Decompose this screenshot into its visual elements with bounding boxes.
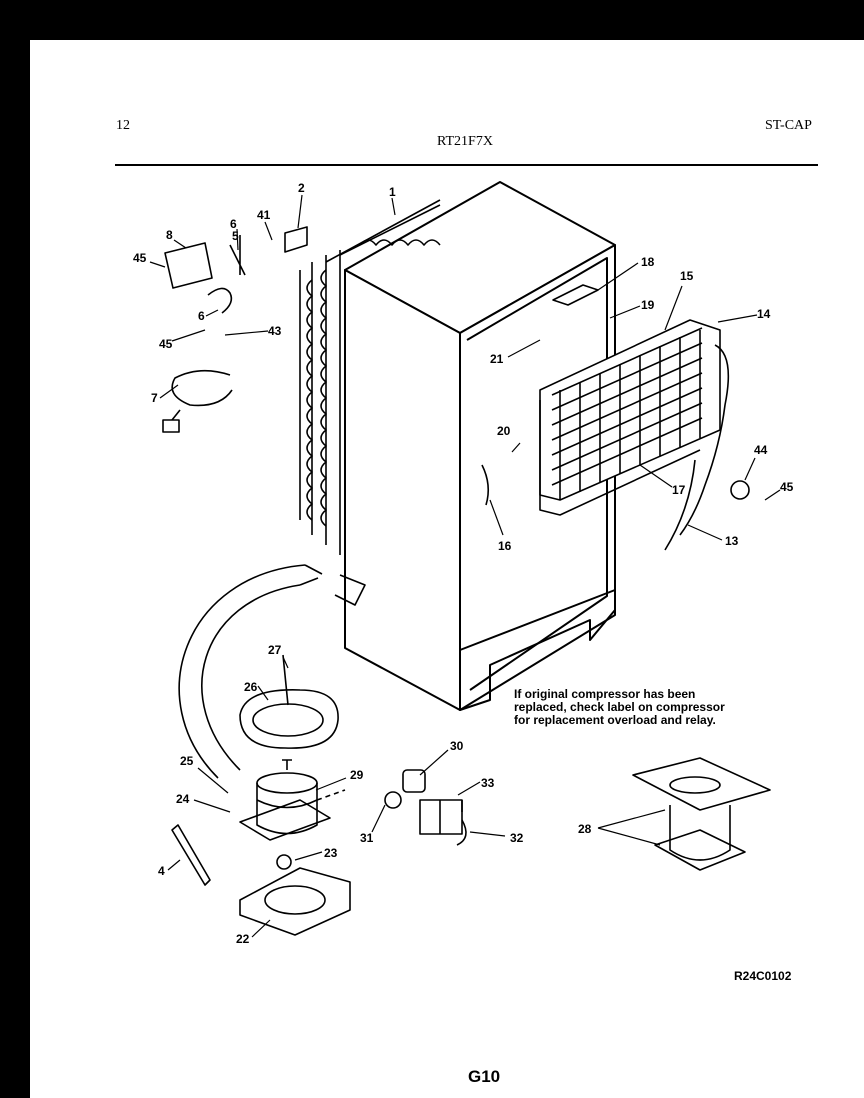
callout-19: 19 xyxy=(641,298,655,312)
callout-22: 22 xyxy=(236,932,250,946)
callout-numbers: 1 2 41 6 5 8 45 6 43 45 7 18 19 15 14 21… xyxy=(133,181,794,946)
callout-6b: 6 xyxy=(198,309,205,323)
page-code: G10 xyxy=(468,1067,501,1086)
section-code: ST-CAP xyxy=(765,118,812,133)
callout-23: 23 xyxy=(324,846,338,860)
callout-18: 18 xyxy=(641,255,655,269)
compressor-replacement-note: If original compressor has been replaced… xyxy=(514,687,725,727)
drain-pan xyxy=(239,654,339,749)
callout-1: 1 xyxy=(389,185,396,199)
drain-tube-arc xyxy=(178,564,366,779)
callout-44: 44 xyxy=(754,443,768,457)
callout-4: 4 xyxy=(158,864,165,878)
callout-6a: 6 xyxy=(230,217,237,231)
leader-lines xyxy=(149,194,781,938)
callout-24: 24 xyxy=(176,792,190,806)
refrigerator-cabinet xyxy=(344,181,616,711)
callout-14: 14 xyxy=(757,307,771,321)
callout-45a: 45 xyxy=(133,251,147,265)
replacement-compressor xyxy=(632,757,771,871)
small-parts xyxy=(162,226,750,886)
reference-code: R24C0102 xyxy=(734,969,792,983)
header-rule xyxy=(115,164,818,166)
callout-13: 13 xyxy=(725,534,739,548)
callout-30: 30 xyxy=(450,739,464,753)
callout-21: 21 xyxy=(490,352,504,366)
callout-31: 31 xyxy=(360,831,374,845)
callout-33: 33 xyxy=(481,776,495,790)
callout-25: 25 xyxy=(180,754,194,768)
relay-overload xyxy=(384,769,467,846)
model-number: RT21F7X xyxy=(437,134,493,149)
callout-28: 28 xyxy=(578,822,592,836)
callout-5: 5 xyxy=(232,229,239,243)
callout-7: 7 xyxy=(151,391,158,405)
callout-45c: 45 xyxy=(780,480,794,494)
callout-26: 26 xyxy=(244,680,258,694)
callout-8: 8 xyxy=(166,228,173,242)
evaporator xyxy=(539,319,730,536)
condenser-coil xyxy=(299,199,441,555)
scan-border-top xyxy=(0,0,864,40)
compressor xyxy=(239,759,346,841)
callout-43: 43 xyxy=(268,324,282,338)
callout-29: 29 xyxy=(350,768,364,782)
callout-20: 20 xyxy=(497,424,511,438)
callout-15: 15 xyxy=(680,269,694,283)
callout-45b: 45 xyxy=(159,337,173,351)
page-number: 12 xyxy=(116,118,130,133)
mounting-base xyxy=(239,854,351,936)
callout-2: 2 xyxy=(298,181,305,195)
scan-border-left xyxy=(0,0,30,1098)
callout-17: 17 xyxy=(672,483,686,497)
callout-32: 32 xyxy=(510,831,524,845)
callout-27: 27 xyxy=(268,643,282,657)
callout-41: 41 xyxy=(257,208,271,222)
callout-16: 16 xyxy=(498,539,512,553)
